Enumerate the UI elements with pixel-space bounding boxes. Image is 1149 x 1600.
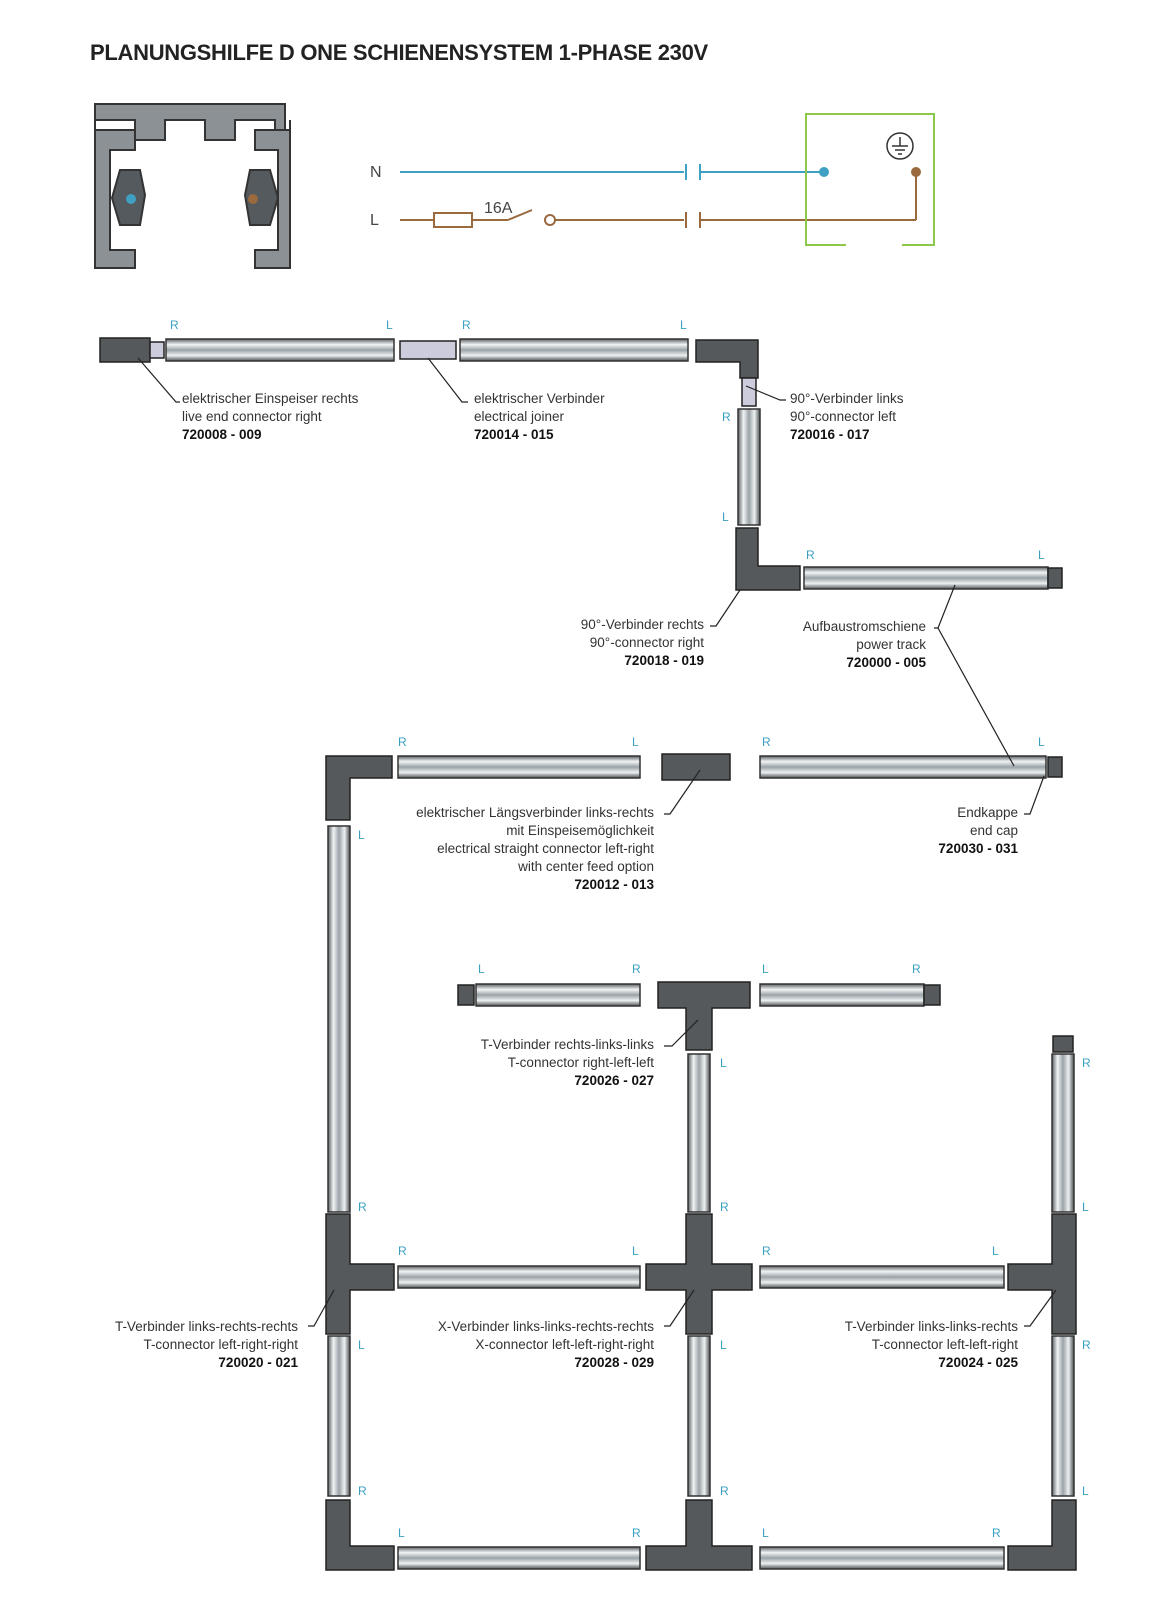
side-marker-r: R — [722, 410, 731, 424]
side-marker-l: L — [386, 318, 393, 332]
rail — [327, 825, 351, 1213]
terminal-box — [805, 113, 935, 246]
wiring-diagram — [400, 113, 935, 246]
side-marker-l: L — [358, 1338, 365, 1352]
neutral-contact-dot — [126, 194, 136, 204]
rail — [687, 1053, 711, 1213]
side-marker-l: L — [680, 318, 687, 332]
side-marker-l: L — [1038, 735, 1045, 749]
live-end-connector — [99, 337, 151, 363]
corner-connector — [695, 339, 759, 379]
rails-vertical — [327, 408, 1075, 1497]
side-marker-r: R — [806, 548, 815, 562]
rail — [397, 1265, 641, 1289]
side-marker-l: L — [1082, 1484, 1089, 1498]
t-connector — [645, 1499, 753, 1571]
side-marker-l: L — [478, 962, 485, 976]
track-profile-section — [94, 103, 291, 269]
side-marker-r: R — [170, 318, 179, 332]
side-marker-l: L — [720, 1338, 727, 1352]
rail — [759, 983, 925, 1007]
rail — [1051, 1335, 1075, 1497]
label-straight-connector: elektrischer Längsverbinder links-rechts… — [416, 805, 654, 892]
side-marker-r: R — [632, 962, 641, 976]
side-marker-l: L — [358, 828, 365, 842]
side-marker-l: L — [632, 1244, 639, 1258]
live-label: L — [370, 212, 379, 229]
connectors — [99, 337, 1077, 1571]
end-cap — [457, 984, 475, 1006]
side-marker-l: L — [1082, 1200, 1089, 1214]
side-marker-l: L — [722, 510, 729, 524]
side-marker-l: L — [1038, 548, 1045, 562]
side-marker-r: R — [1082, 1338, 1091, 1352]
side-marker-r: R — [720, 1484, 729, 1498]
end-cap — [1047, 567, 1063, 589]
side-marker-r: R — [762, 735, 771, 749]
rail — [475, 983, 641, 1007]
side-marker-r: R — [762, 1244, 771, 1258]
rail — [1051, 1053, 1075, 1213]
rails-horizontal — [165, 338, 1049, 1570]
side-marker-r: R — [398, 735, 407, 749]
switch-contact — [544, 214, 556, 226]
rail — [327, 1335, 351, 1497]
end-cap — [923, 984, 941, 1006]
side-marker-l: L — [762, 1526, 769, 1540]
side-marker-l: L — [632, 735, 639, 749]
corner-connector — [735, 527, 801, 591]
rail — [165, 338, 395, 362]
side-marker-r: R — [462, 318, 471, 332]
leader-lines — [137, 357, 1057, 1327]
rail — [759, 1265, 1005, 1289]
side-marker-r: R — [632, 1526, 641, 1540]
rail — [397, 755, 641, 779]
live-contact-dot — [248, 194, 258, 204]
rail — [759, 1546, 1005, 1570]
corner-connector — [1007, 1499, 1077, 1571]
rail — [459, 338, 689, 362]
rail — [759, 755, 1047, 779]
side-marker-l: L — [992, 1244, 999, 1258]
end-cap — [1047, 756, 1063, 778]
side-marker-r: R — [358, 1484, 367, 1498]
t-connector — [1007, 1213, 1077, 1335]
side-marker-r: R — [720, 1200, 729, 1214]
side-marker-l: L — [398, 1526, 405, 1540]
electrical-joiner — [399, 340, 457, 360]
fuse-symbol — [433, 212, 473, 228]
corner-connector — [325, 755, 393, 821]
side-marker-r: R — [992, 1526, 1001, 1540]
side-marker-r: R — [1082, 1056, 1091, 1070]
x-connector — [645, 1213, 753, 1335]
side-marker-l: L — [720, 1056, 727, 1070]
rail — [737, 408, 761, 526]
side-marker-r: R — [912, 962, 921, 976]
fuse-label: 16A — [484, 200, 513, 217]
t-connector — [657, 981, 751, 1051]
side-marker-l: L — [762, 962, 769, 976]
side-marker-r: R — [358, 1200, 367, 1214]
rail — [397, 1546, 641, 1570]
rail — [803, 566, 1049, 590]
t-connector — [325, 1213, 395, 1335]
neutral-label: N — [370, 164, 382, 181]
end-cap — [1052, 1035, 1074, 1053]
corner-connector — [325, 1499, 395, 1571]
ground-icon — [886, 132, 914, 160]
page-title: PLANUNGSHILFE D ONE SCHIENENSYSTEM 1-PHA… — [90, 40, 708, 65]
side-marker-r: R — [398, 1244, 407, 1258]
rail — [687, 1335, 711, 1497]
